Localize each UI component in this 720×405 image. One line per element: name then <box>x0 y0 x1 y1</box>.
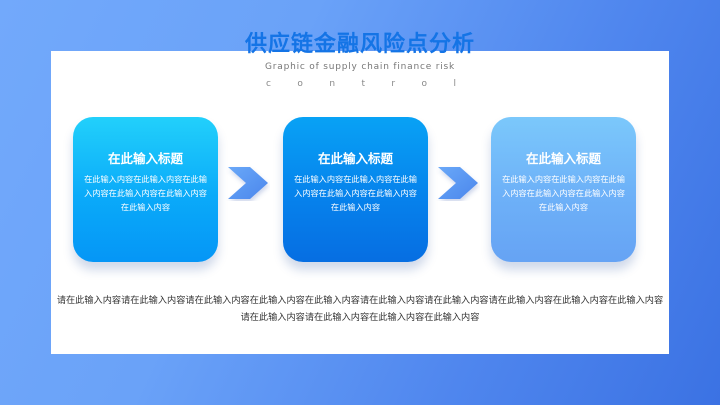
footer-description: 请在此输入内容请在此输入内容请在此输入内容在此输入内容在此输入内容请在此输入内容… <box>56 295 664 323</box>
page-subtitle: Graphic of supply chain finance risk <box>264 62 456 72</box>
subtitle-letter: o <box>421 79 428 89</box>
subtitle-letter: l <box>453 79 456 89</box>
card-title: 在此输入标题 <box>107 151 183 166</box>
subtitle-letter: o <box>297 79 303 89</box>
step-card-1[interactable]: 在此输入标题 在此输入内容在此输入内容在此输入内容在此输入内容在此输入内容在此输… <box>73 117 218 262</box>
subtitle-letter: t <box>361 79 365 89</box>
step-card-3[interactable]: 在此输入标题 在此输入内容在此输入内容在此输入内容在此输入内容在此输入内容在此输… <box>491 117 636 262</box>
card-title: 在此输入标题 <box>317 151 393 166</box>
card-body: 在此输入内容在此输入内容在此输入内容在此输入内容在此输入内容在此输入内容 <box>294 174 417 212</box>
subtitle-letter: c <box>266 79 271 89</box>
subtitle-letter: r <box>391 79 396 89</box>
chevron-right-icon <box>438 167 478 199</box>
card-body: 在此输入内容在此输入内容在此输入内容在此输入内容在此输入内容在此输入内容 <box>502 174 625 212</box>
chevron-right-icon <box>228 167 268 199</box>
page-title: 供应链金融风险点分析 <box>244 32 475 57</box>
page-subtitle-spaced: c o n t r o l <box>266 78 456 90</box>
subtitle-letter: n <box>329 79 336 89</box>
step-card-2[interactable]: 在此输入标题 在此输入内容在此输入内容在此输入内容在此输入内容在此输入内容在此输… <box>283 117 428 262</box>
card-title: 在此输入标题 <box>525 151 601 166</box>
card-body: 在此输入内容在此输入内容在此输入内容在此输入内容在此输入内容在此输入内容 <box>84 174 207 212</box>
